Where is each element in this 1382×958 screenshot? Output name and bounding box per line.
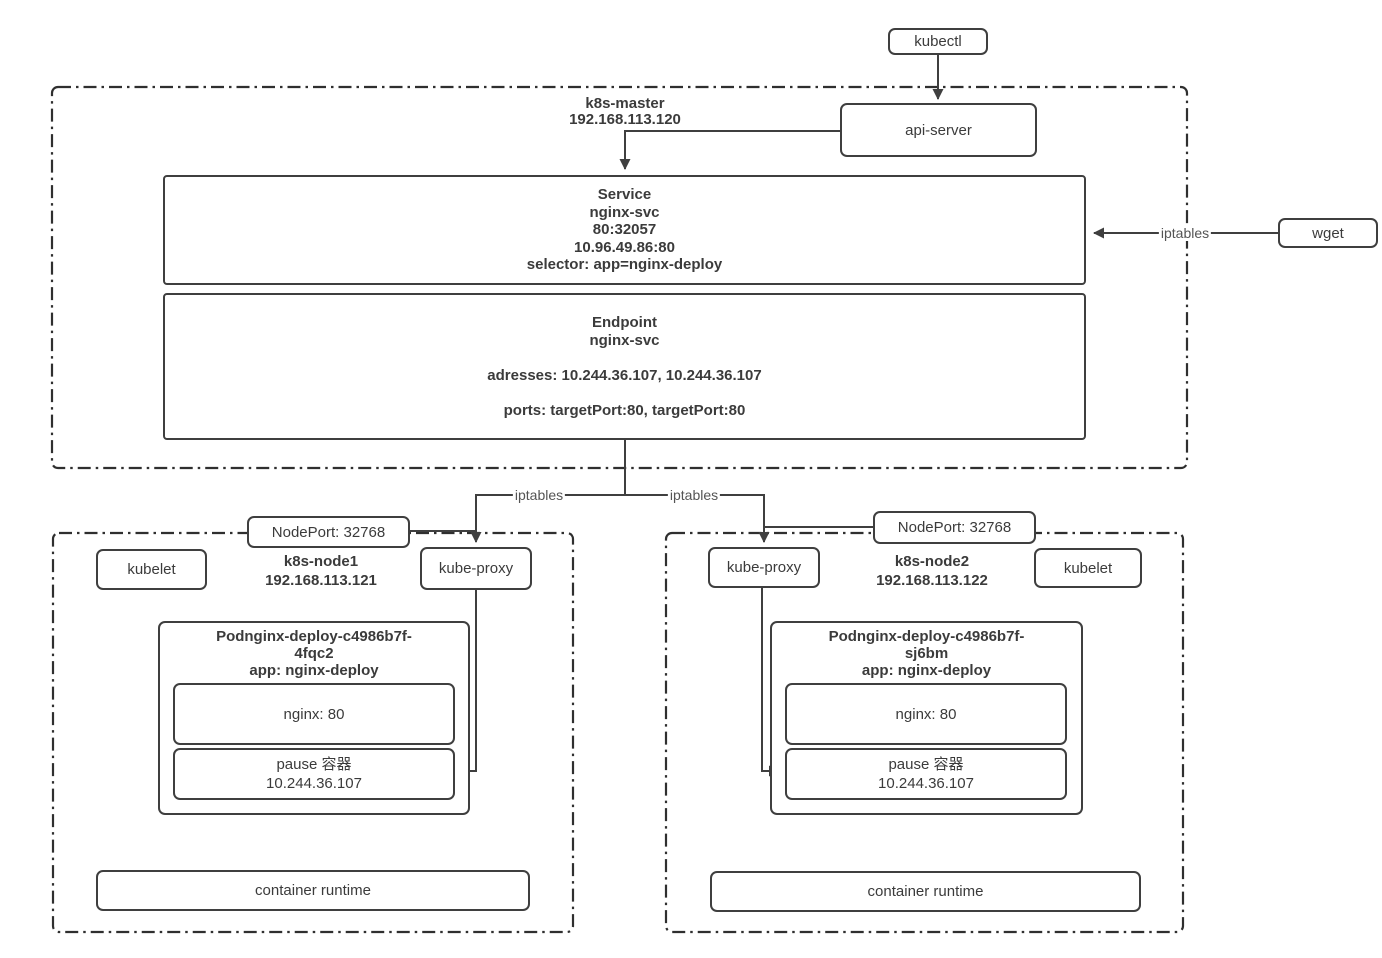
kubectl-label: kubectl [914,33,962,50]
pod1-title-line3: app: nginx-deploy [249,662,379,679]
pause-container-node1: pause 容器 10.244.36.107 [173,748,455,800]
master-title: k8s-master 192.168.113.120 [505,96,745,128]
service-node: Service nginx-svc 80:32057 10.96.49.86:8… [163,175,1086,285]
iptables-label-wget: iptables [1158,225,1212,241]
pause1-label: pause 容器 [276,756,352,773]
service-cluster-ip: 10.96.49.86:80 [574,238,675,256]
service-port-mapping: 80:32057 [592,221,657,239]
pod2-title: Podnginx-deploy-c4986b7f- sj6bm app: ngi… [775,628,1078,679]
nodeport-badge-node2: NodePort: 32768 [873,511,1036,544]
endpoint-ports: ports: targetPort:80, targetPort:80 [503,401,746,419]
nginx1-label: nginx: 80 [283,705,345,723]
master-ip: 192.168.113.120 [569,111,681,128]
arrow-apiserver-to-service [619,130,840,170]
node1-ip: 192.168.113.121 [265,572,377,589]
container-runtime-node2: container runtime [710,871,1141,912]
container-runtime2-label: container runtime [867,883,984,900]
kubelet1-label: kubelet [127,561,176,578]
node1-name: k8s-node1 [283,553,359,570]
api-server-label: api-server [905,121,972,139]
nodeport2-label: NodePort: 32768 [897,519,1012,536]
wget-label: wget [1312,224,1344,242]
node2-ip: 192.168.113.122 [876,572,988,589]
api-server-node: api-server [840,103,1037,157]
pod2-title-line1: Podnginx-deploy-c4986b7f- [828,628,1025,645]
container-runtime1-label: container runtime [255,882,371,899]
kubelet-node2: kubelet [1034,548,1142,588]
pod1-title: Podnginx-deploy-c4986b7f- 4fqc2 app: ngi… [163,628,465,679]
service-name: nginx-svc [589,203,660,221]
endpoint-addresses: adresses: 10.244.36.107, 10.244.36.107 [487,366,762,384]
master-dashed-border [50,85,1189,470]
kubelet-node1: kubelet [96,549,207,590]
pause1-ip: 10.244.36.107 [266,775,362,792]
wget-node: wget [1278,218,1378,248]
pod2-title-line3: app: nginx-deploy [861,662,992,679]
nginx-container-node1: nginx: 80 [173,683,455,745]
node2-title: k8s-node2 192.168.113.122 [832,552,1032,590]
pod1-title-line1: Podnginx-deploy-c4986b7f- [216,628,412,645]
kubectl-node: kubectl [888,28,988,55]
iptables-label-node1: iptables [512,487,566,503]
nginx2-label: nginx: 80 [895,705,957,723]
kube-proxy1-label: kube-proxy [438,560,514,577]
pause2-ip: 10.244.36.107 [878,775,974,792]
container-runtime-node1: container runtime [96,870,530,911]
kubelet2-label: kubelet [1063,559,1113,577]
pod1-title-line2: 4fqc2 [294,645,334,662]
endpoint-node: Endpoint nginx-svc adresses: 10.244.36.1… [163,293,1086,440]
endpoint-name: nginx-svc [589,331,660,349]
service-title: Service [597,186,652,204]
pod2-title-line2: sj6bm [904,645,949,662]
iptables-label-node2: iptables [667,487,721,503]
arrow-to-kubeproxy-node1 [470,494,625,543]
service-selector: selector: app=nginx-deploy [526,256,723,274]
kube-proxy-node2: kube-proxy [708,547,820,588]
master-name: k8s-master [585,95,665,112]
kube-proxy2-label: kube-proxy [726,559,802,576]
pause-container-node2: pause 容器 10.244.36.107 [785,748,1067,800]
nginx-container-node2: nginx: 80 [785,683,1067,745]
node1-title: k8s-node1 192.168.113.121 [221,552,421,590]
node2-name: k8s-node2 [894,553,970,570]
node1-dashed-border [51,531,575,934]
kube-proxy-node1: kube-proxy [420,547,532,590]
pause2-label: pause 容器 [888,756,964,773]
node2-dashed-border [664,531,1185,934]
nodeport1-label: NodePort: 32768 [271,523,386,541]
nodeport-badge-node1: NodePort: 32768 [247,516,410,548]
endpoint-title: Endpoint [592,313,657,331]
